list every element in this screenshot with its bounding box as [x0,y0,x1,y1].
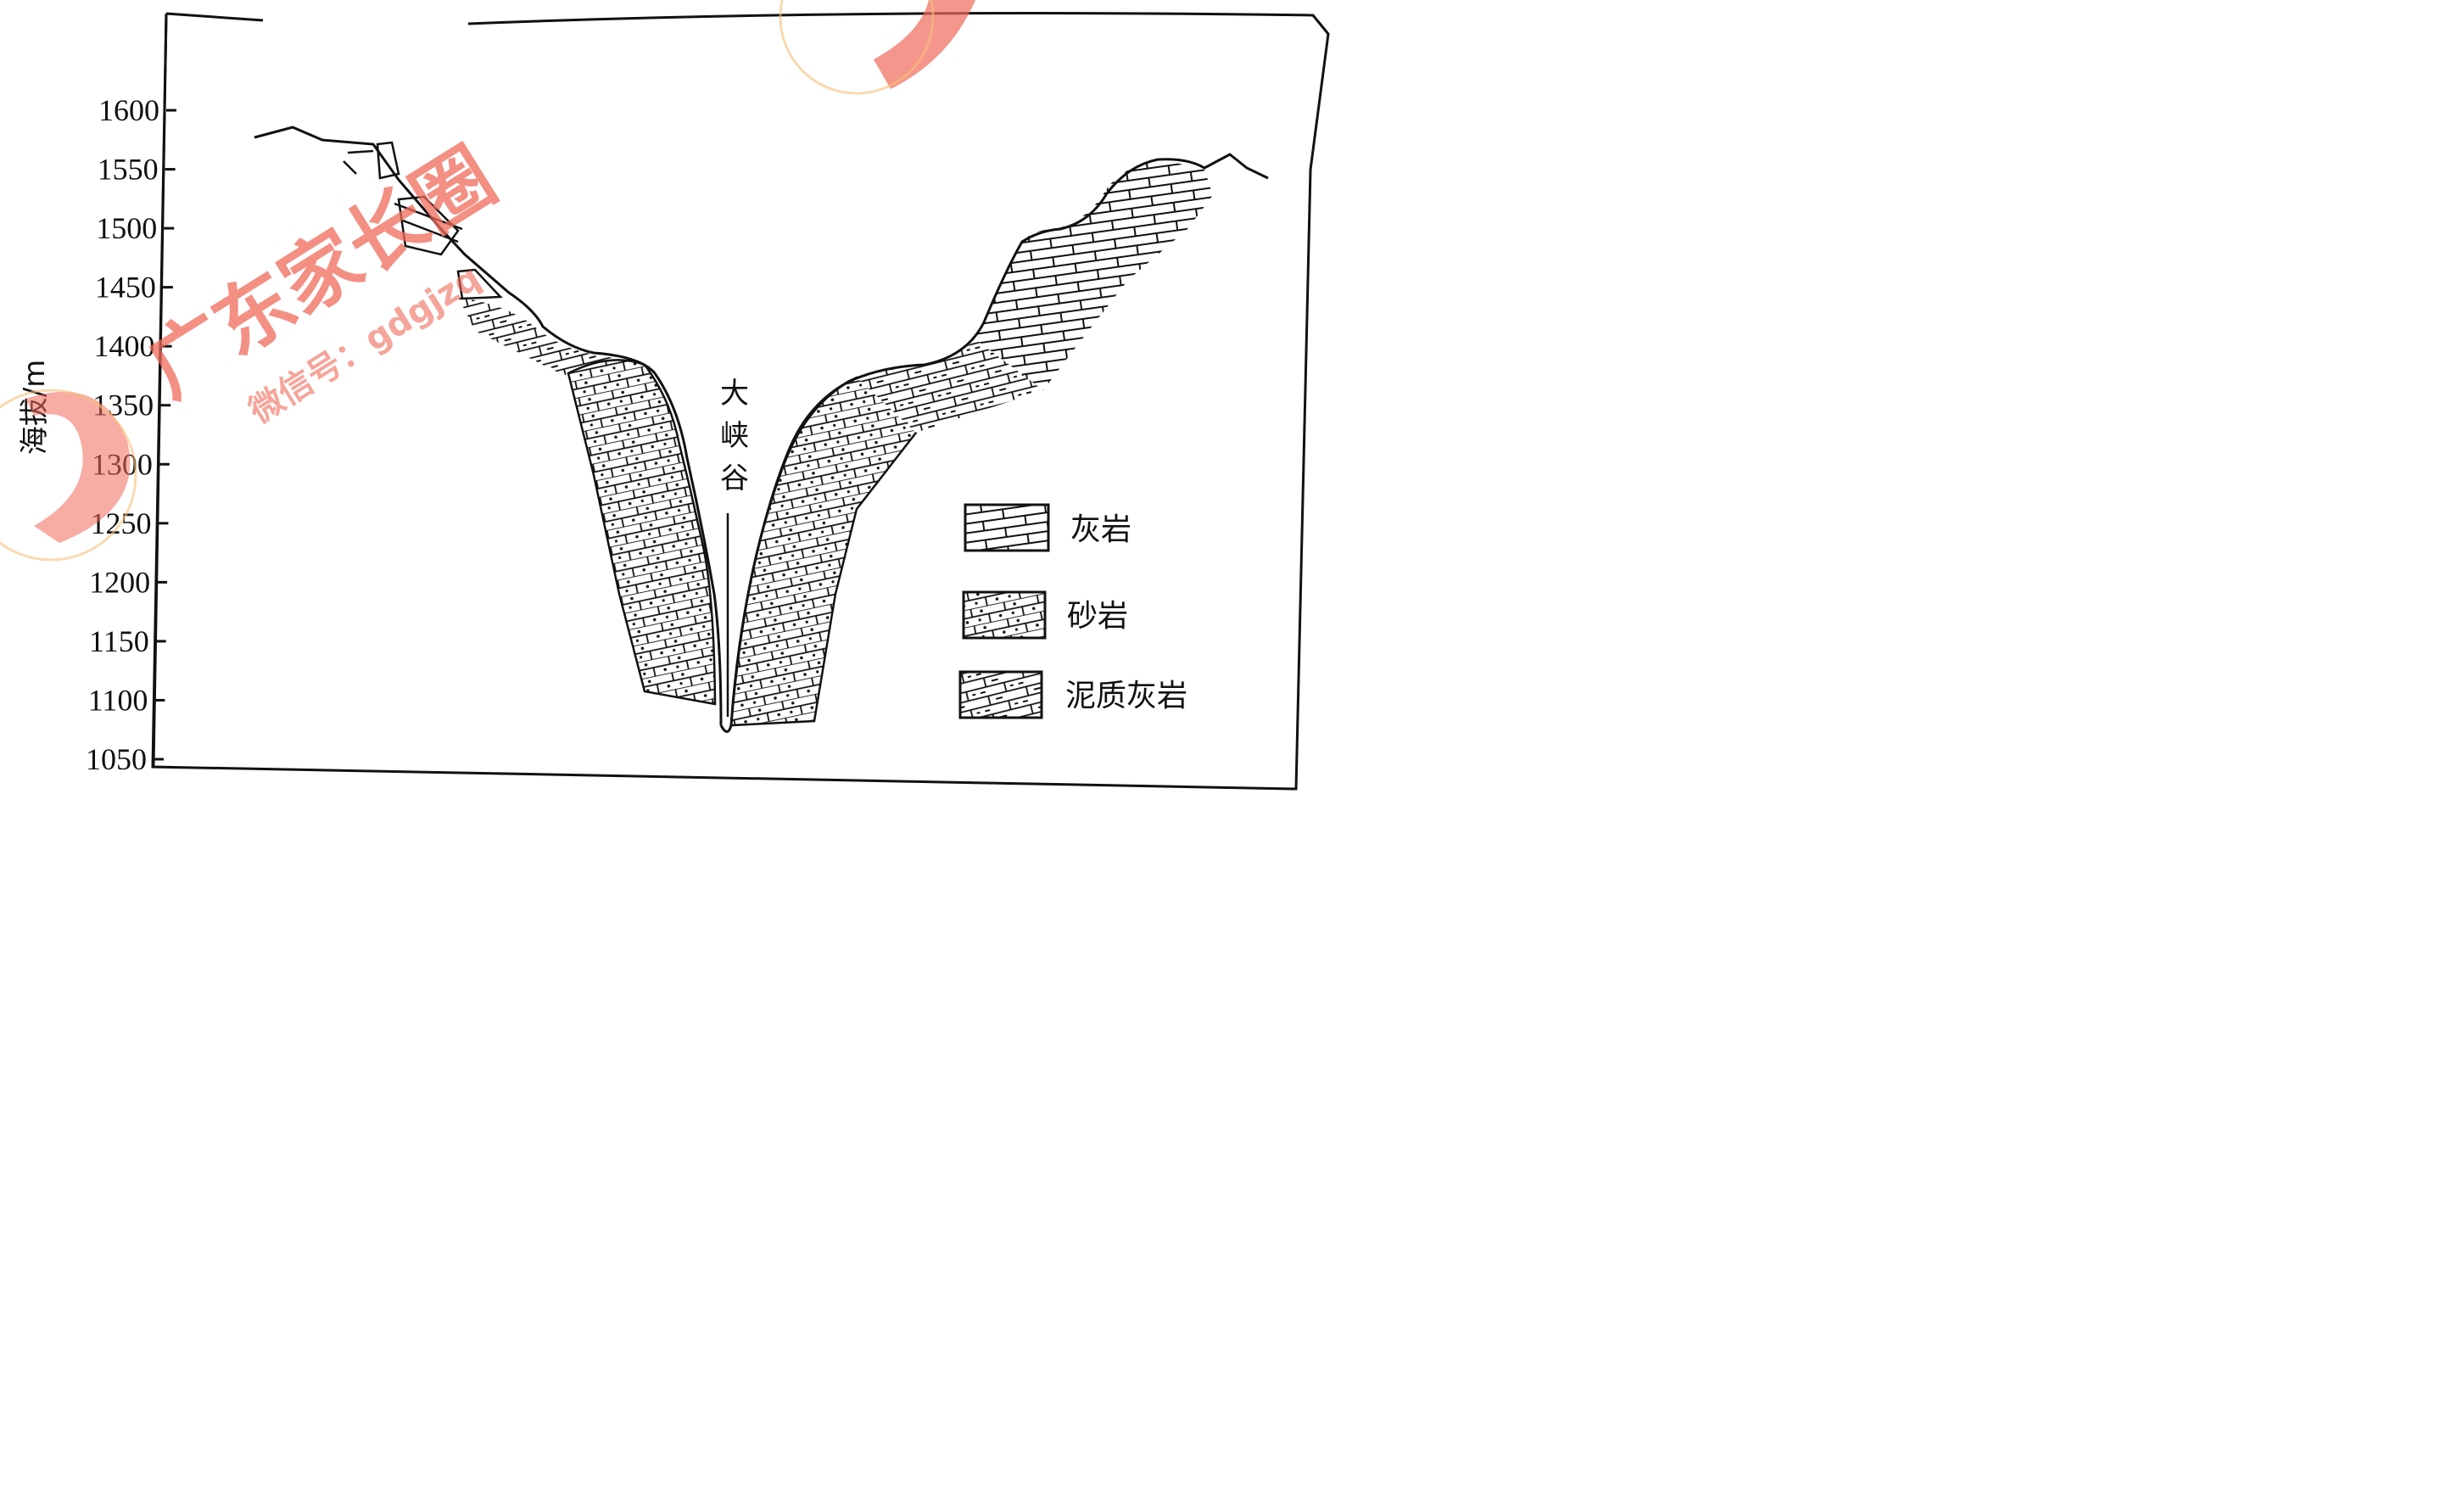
legend-label-limestone: 灰岩 [1070,512,1131,547]
right-surface [719,153,1269,733]
y-tick-label: 1550 [98,153,159,187]
legend-swatch-marl [958,670,1043,719]
svg-text:大: 大 [720,377,749,411]
y-tick-label: 1100 [88,683,148,717]
y-axis: 1600155015001450140013501300125012001150… [86,13,176,776]
legend-label-marl: 泥质灰岩 [1065,679,1187,713]
watermark-logo-d-left [25,391,131,543]
geologic-profile: 1600155015001450140013501300125012001150… [0,0,1330,791]
left-sandstone-wall [567,359,717,706]
y-tick-label: 1150 [89,624,149,658]
y-tick-label: 1200 [89,565,150,599]
legend-swatch-limestone [964,503,1050,552]
left-limestone-blocks [343,141,503,300]
watermark-logo-ring-top [779,0,935,95]
canyon-label: 大 峡 谷 [720,377,749,495]
watermark-logo-d-top [848,0,975,89]
legend-label-sandstone: 砂岩 [1067,599,1128,634]
y-tick-label: 1500 [96,211,157,245]
y-tick-label: 1050 [86,742,147,776]
svg-text:峡: 峡 [720,419,749,453]
y-tick-label: 1400 [94,329,155,363]
right-marl-layer [857,339,1043,433]
y-tick-label: 1600 [98,93,159,127]
y-axis-line [152,13,168,768]
right-limestone-mass [975,159,1213,390]
y-tick-label: 1450 [95,271,156,305]
legend-swatch-sandstone [962,590,1047,640]
left-surface [254,126,723,726]
watermark-logo-ring-left [0,389,137,562]
legend: 灰岩 砂岩 泥质灰岩 [958,503,1187,719]
svg-text:谷: 谷 [720,461,749,495]
